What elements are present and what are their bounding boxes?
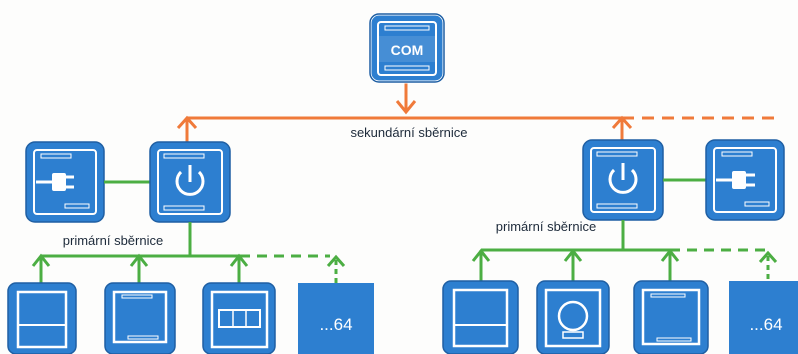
secondary-bus-label: sekundární sběrnice [350,125,467,140]
left-device-arrows [31,253,249,283]
right-device-more: ...64 [729,281,798,354]
left-device-3 [202,282,276,354]
plug-icon [36,173,74,191]
right-more-label: ...64 [749,315,782,334]
plug-icon [716,171,755,189]
power-icon [175,165,205,196]
right-supply-unit [705,139,785,221]
left-more-label: ...64 [319,315,352,334]
switch-panel-icon [452,288,509,348]
left-up-arrow [176,115,198,130]
left-device-1 [7,282,77,354]
right-device-arrows [471,248,680,281]
left-supply-unit [25,141,105,223]
left-device-2 [104,282,176,354]
left-device-more: ...64 [298,283,374,354]
right-device-3 [633,280,709,354]
thermostat-icon [544,288,602,348]
right-device-1 [442,280,519,354]
din-module-icon [641,288,701,346]
secondary-bus: sekundární sběrnice [176,82,780,142]
segment-left: primární sběrnice [7,141,374,354]
din-module-icon [112,290,168,344]
switch-panel-icon [16,290,68,349]
right-power-unit [582,139,664,221]
right-primary-bus-label: primární sběrnice [496,219,596,234]
segment-right: primární sběrnice [442,139,798,354]
com-down-arrow [395,100,417,115]
right-up-arrow [611,115,633,130]
left-primary-bus-label: primární sběrnice [63,233,163,248]
display-panel-icon [210,290,269,349]
power-icon [608,163,638,194]
right-device-2 [536,280,610,354]
com-label: COM [391,42,424,58]
controller-icon [377,21,437,76]
left-power-unit [149,141,231,223]
com-unit: COM [368,12,446,84]
